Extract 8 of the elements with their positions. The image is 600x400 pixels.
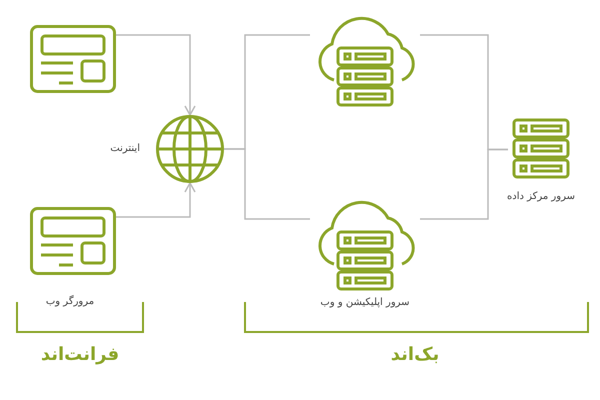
node-caption: اینترنت (110, 143, 140, 154)
connector-arrow (116, 34, 196, 116)
node-caption: سرور مرکز داده (507, 191, 575, 202)
group-label: فرانت‌اند (40, 344, 120, 365)
connector-arrow (116, 182, 196, 218)
node-caption: مرورگر وب (46, 296, 94, 307)
node-caption: سرور اپلیکیشن و وب (320, 297, 410, 308)
group-label: بک‌اند (390, 344, 440, 365)
